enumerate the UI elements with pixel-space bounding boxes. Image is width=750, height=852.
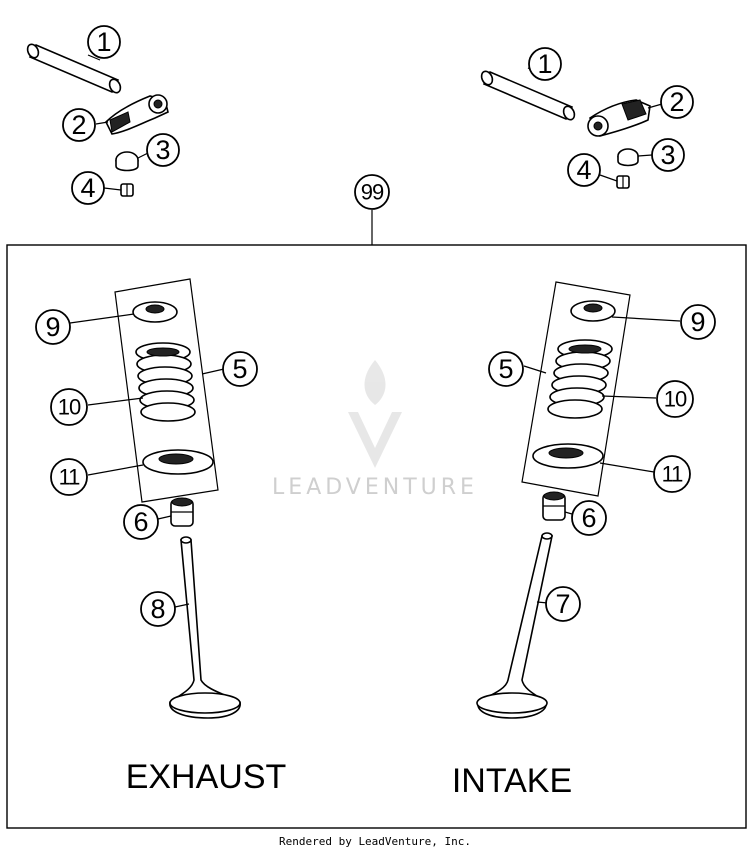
exhaust-spring-seat[interactable] [142,449,214,475]
svg-text:2: 2 [71,110,86,140]
intake-spring-seat[interactable] [532,443,604,469]
callout-exhaust-11[interactable]: 11 [50,458,88,496]
callout-intake-6[interactable]: 6 [571,500,607,536]
callout-left-2[interactable]: 2 [62,108,96,142]
callout-intake-9[interactable]: 9 [680,304,716,340]
svg-text:9: 9 [45,312,60,342]
callout-right-3[interactable]: 3 [651,138,685,172]
svg-text:9: 9 [690,307,705,337]
svg-text:1: 1 [96,27,111,57]
left-valve-cap[interactable] [115,151,139,172]
callout-right-4[interactable]: 4 [567,153,601,187]
svg-text:10: 10 [664,387,687,412]
exhaust-kit-outline [114,278,219,503]
svg-text:4: 4 [80,173,95,203]
right-rocker-pin[interactable] [480,70,577,122]
exhaust-label: EXHAUST [126,758,287,796]
intake-label: INTAKE [452,762,572,800]
watermark-text: LEADVENTURE [272,475,478,500]
svg-text:6: 6 [581,503,596,533]
svg-text:3: 3 [155,135,170,165]
intake-valve-spring[interactable] [547,339,613,419]
svg-text:5: 5 [498,354,513,384]
left-rocker-arm[interactable] [105,94,169,135]
right-adjuster-nut[interactable] [616,175,630,189]
exhaust-valve-spring[interactable] [135,342,196,422]
callout-exhaust-5[interactable]: 5 [222,351,258,387]
left-rocker-pin[interactable] [26,43,123,95]
svg-text:8: 8 [150,594,165,624]
intake-valve-stem-seal[interactable] [542,491,566,521]
callout-intake-5[interactable]: 5 [488,351,524,387]
svg-text:10: 10 [58,395,81,420]
callout-assembly-99[interactable]: 99 [354,174,390,210]
callout-intake-7[interactable]: 7 [545,586,581,622]
svg-text:6: 6 [133,507,148,537]
left-adjuster-nut[interactable] [120,183,134,197]
svg-text:1: 1 [537,49,552,79]
intake-spring-retainer[interactable] [570,300,616,322]
callout-exhaust-6[interactable]: 6 [123,504,159,540]
svg-text:7: 7 [555,589,570,619]
callout-right-2[interactable]: 2 [660,85,694,119]
svg-text:11: 11 [662,462,684,487]
callout-exhaust-10[interactable]: 10 [50,388,88,426]
callout-intake-11[interactable]: 11 [653,455,691,493]
callout-right-1[interactable]: 1 [528,47,562,81]
exhaust-valve-stem-seal[interactable] [170,497,194,527]
exhaust-valve[interactable] [169,536,241,719]
intake-valve[interactable] [476,532,553,719]
footer-credit: Rendered by LeadVenture, Inc. [279,835,471,848]
svg-text:3: 3 [660,140,675,170]
svg-text:99: 99 [361,180,384,205]
assembly-frame [6,244,747,829]
svg-text:4: 4 [576,155,591,185]
svg-text:11: 11 [59,465,81,490]
callout-left-3[interactable]: 3 [146,133,180,167]
right-rocker-arm[interactable] [587,99,651,137]
svg-text:5: 5 [232,354,247,384]
callout-exhaust-9[interactable]: 9 [35,309,71,345]
watermark-logo-icon [348,360,402,468]
intake-kit-outline [521,281,631,497]
callout-left-1[interactable]: 1 [87,25,121,59]
svg-text:2: 2 [669,87,684,117]
callout-intake-10[interactable]: 10 [656,380,694,418]
callout-left-4[interactable]: 4 [71,171,105,205]
right-valve-cap[interactable] [617,148,639,167]
exhaust-spring-retainer[interactable] [132,301,178,323]
callout-exhaust-8[interactable]: 8 [140,591,176,627]
